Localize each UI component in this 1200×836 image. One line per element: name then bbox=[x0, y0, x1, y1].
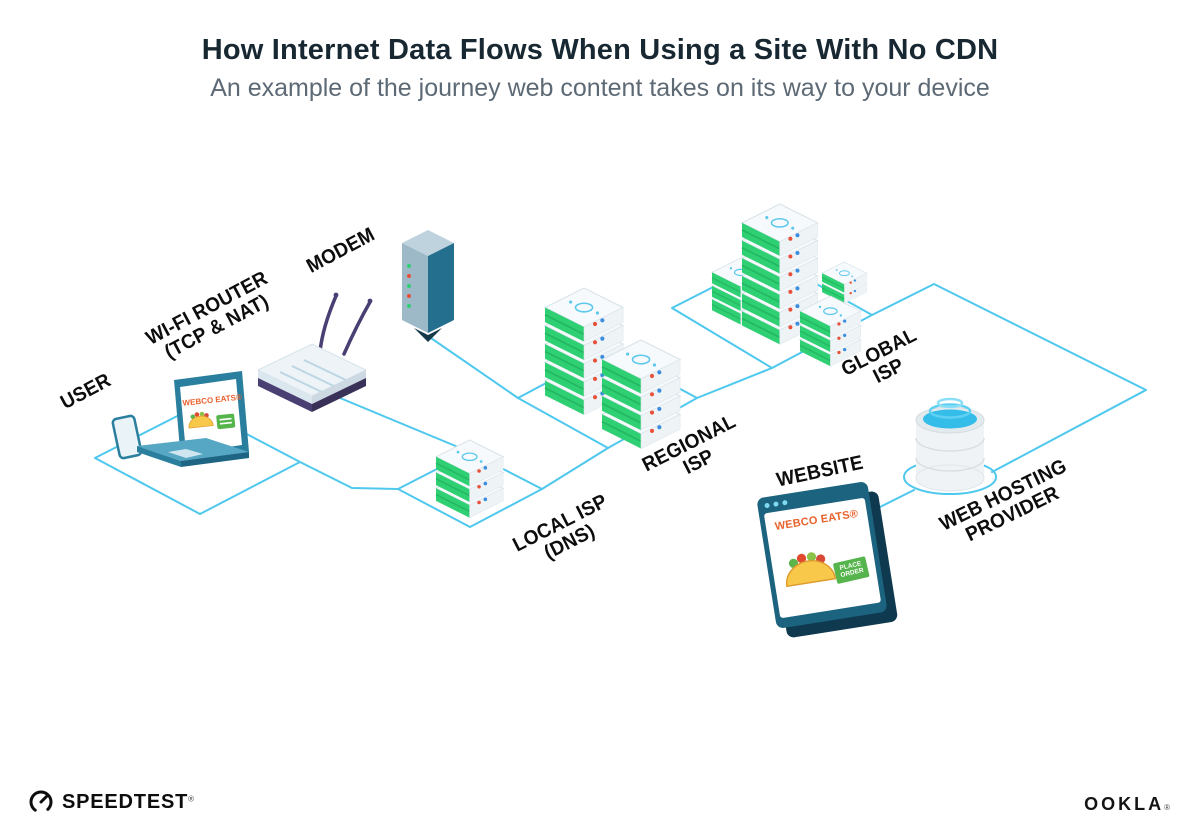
browser-content: WEBCO EATS® PLACE ORDER bbox=[763, 497, 882, 619]
link-global-hosting bbox=[871, 283, 1147, 473]
link-hosting-website bbox=[875, 489, 915, 510]
page-subtitle: An example of the journey web content ta… bbox=[210, 74, 990, 102]
speedtest-logo: SPEEDTEST® bbox=[28, 789, 194, 815]
speedtest-trademark: ® bbox=[188, 794, 195, 804]
laptop-illustration: WEBCO EATS® bbox=[111, 371, 249, 467]
global-isp-servers bbox=[711, 203, 868, 368]
antenna-icon bbox=[342, 300, 372, 356]
window-control-dot-icon bbox=[773, 500, 779, 507]
phone-icon bbox=[111, 414, 143, 460]
window-control-dot-icon bbox=[764, 502, 770, 508]
link-modem-regional bbox=[427, 335, 519, 399]
window-control-dot-icon bbox=[781, 499, 788, 506]
ookla-trademark: ® bbox=[1164, 803, 1170, 812]
local-isp-servers bbox=[435, 439, 504, 519]
modem-illustration bbox=[402, 230, 454, 342]
laptop-order-badge bbox=[216, 413, 236, 430]
speedtest-gauge-icon bbox=[29, 790, 53, 814]
link-regional-global bbox=[696, 367, 773, 399]
link-router-local bbox=[339, 397, 471, 453]
website-browser-window: WEBCO EATS® PLACE ORDER bbox=[756, 481, 888, 629]
ookla-logo: OOKLA® bbox=[1084, 794, 1170, 815]
wifi-router-illustration bbox=[256, 292, 373, 412]
page-title: How Internet Data Flows When Using a Sit… bbox=[201, 34, 999, 66]
web-hosting-database bbox=[915, 397, 985, 492]
link-user-local bbox=[299, 461, 399, 490]
speedtest-wordmark: SPEEDTEST bbox=[62, 790, 189, 813]
ookla-wordmark: OOKLA bbox=[1084, 794, 1165, 814]
place-order-button: PLACE ORDER bbox=[832, 556, 870, 585]
taco-icon bbox=[780, 546, 838, 595]
link-local-regional bbox=[541, 447, 609, 490]
antenna-icon bbox=[318, 294, 338, 354]
website-site-name: WEBCO EATS® bbox=[774, 507, 859, 533]
